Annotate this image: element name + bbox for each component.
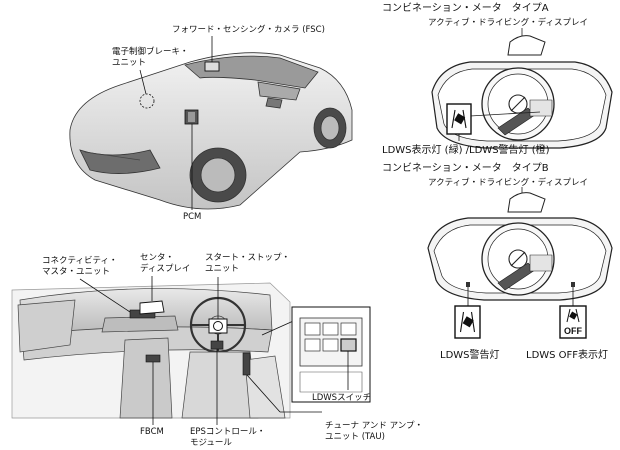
fsc-camera-part bbox=[204, 36, 220, 72]
meter-a-add-label: アクティブ・ドライビング・ディスプレイ bbox=[428, 18, 588, 28]
meter-b-warning-label: LDWS警告灯 bbox=[440, 350, 500, 361]
label-fsc: フォワード・センシング・カメラ (FSC) bbox=[172, 25, 325, 35]
meter-a-title: コンビネーション・メータ タイプA bbox=[382, 3, 549, 14]
meter-a-indicator-label: LDWS表示灯 (緑) /LDWS警告灯 (橙) bbox=[382, 145, 550, 156]
label-center-display-line2: ディスプレイ bbox=[140, 264, 191, 274]
center-display-part bbox=[139, 276, 165, 315]
meter-b-title: コンビネーション・メータ タイプB bbox=[382, 163, 549, 174]
meter-a-illustration bbox=[431, 28, 613, 149]
ldws-switch-callout bbox=[291, 306, 371, 403]
car-illustration bbox=[69, 52, 353, 210]
label-ldws-switch: LDWSスイッチ bbox=[312, 393, 372, 403]
meter-b-ldws-off-indicator: OFF bbox=[559, 287, 587, 339]
label-pcm: PCM bbox=[183, 212, 202, 222]
brake-unit-part bbox=[139, 69, 155, 109]
label-ccu-line1: コネクティビティ・ bbox=[42, 256, 118, 266]
label-tau-line1: チューナ アンド アンプ・ bbox=[325, 421, 423, 431]
meter-b-illustration bbox=[427, 187, 613, 301]
meter-a-ldws-indicator bbox=[446, 103, 472, 141]
label-start-stop-line2: ユニット bbox=[205, 264, 240, 274]
label-ccu-line2: マスタ・ユニット bbox=[42, 267, 111, 277]
meter-b-add-label: アクティブ・ドライビング・ディスプレイ bbox=[428, 178, 588, 188]
start-stop-unit-part bbox=[208, 277, 228, 334]
label-brake-unit-line2: ユニット bbox=[112, 58, 147, 68]
off-glyph-text: OFF bbox=[564, 326, 582, 336]
fbcm-part bbox=[145, 354, 161, 425]
label-start-stop-line1: スタート・ストップ・ bbox=[205, 253, 291, 263]
ldws-switch-button bbox=[340, 338, 357, 352]
label-center-display-line1: センタ・ bbox=[140, 253, 175, 263]
label-fbcm: FBCM bbox=[140, 427, 164, 437]
eps-part bbox=[210, 340, 224, 425]
label-tau-line2: ユニット (TAU) bbox=[325, 432, 385, 442]
tau-part bbox=[242, 352, 322, 413]
meter-b-off-label: LDWS OFF表示灯 bbox=[526, 350, 609, 361]
label-eps-line1: EPSコントロール・ bbox=[190, 427, 266, 437]
meter-b-ldws-warning bbox=[454, 287, 481, 339]
pcm-part bbox=[184, 109, 199, 210]
label-eps-line2: モジュール bbox=[190, 438, 232, 448]
label-brake-unit-line1: 電子制御ブレーキ・ bbox=[112, 47, 189, 57]
